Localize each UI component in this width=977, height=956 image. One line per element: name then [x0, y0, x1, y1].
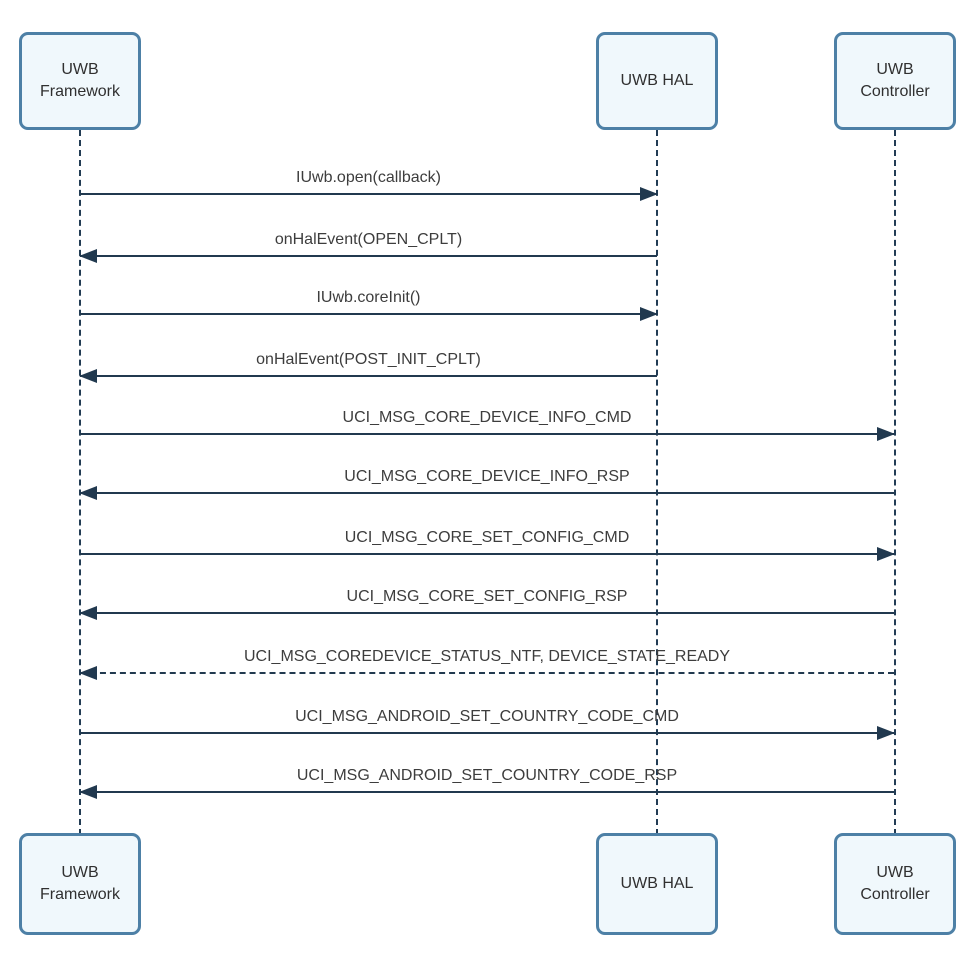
message-line	[79, 666, 894, 680]
lifeline-uwb-framework	[79, 130, 81, 835]
lifeline-uwb-controller	[894, 130, 896, 835]
arrowhead-right-icon	[877, 547, 895, 561]
actor-box-uwb-controller-top: UWB Controller	[834, 32, 956, 130]
message-line	[79, 369, 657, 383]
actor-box-uwb-framework-top: UWB Framework	[19, 32, 141, 130]
arrowhead-left-icon	[79, 606, 97, 620]
actor-box-uwb-framework-bottom: UWB Framework	[19, 833, 141, 935]
actor-label-uwb-controller: UWB Controller	[860, 60, 930, 100]
message-label: UCI_MSG_CORE_SET_CONFIG_RSP	[346, 588, 628, 605]
message-line	[79, 606, 894, 620]
arrowhead-left-icon	[79, 486, 97, 500]
message-label: UCI_MSG_CORE_DEVICE_INFO_RSP	[344, 468, 630, 485]
message-line	[79, 785, 894, 799]
message-line	[80, 547, 895, 561]
message-line	[80, 726, 895, 740]
message-label: onHalEvent(POST_INIT_CPLT)	[256, 351, 481, 368]
actor-label-uwb-hal: UWB HAL	[620, 874, 694, 892]
message-line	[79, 486, 894, 500]
message-label: UCI_MSG_COREDEVICE_STATUS_NTF, DEVICE_ST…	[243, 648, 731, 665]
message-label: IUwb.coreInit()	[316, 289, 421, 306]
actor-label-uwb-hal: UWB HAL	[620, 71, 694, 89]
message-line	[80, 187, 658, 201]
arrowhead-left-icon	[79, 785, 97, 799]
lifeline-uwb-hal	[656, 130, 658, 835]
message-label: UCI_MSG_ANDROID_SET_COUNTRY_CODE_CMD	[295, 708, 679, 725]
actor-label-uwb-framework: UWB Framework	[39, 60, 120, 100]
message-line	[80, 307, 658, 321]
message-label: onHalEvent(OPEN_CPLT)	[274, 231, 463, 248]
arrowhead-right-icon	[877, 427, 895, 441]
actor-box-uwb-controller-bottom: UWB Controller	[834, 833, 956, 935]
message-label: IUwb.open(callback)	[296, 169, 441, 186]
arrowhead-right-icon	[640, 187, 658, 201]
actor-box-uwb-hal-top: UWB HAL	[596, 32, 718, 130]
message-label: UCI_MSG_ANDROID_SET_COUNTRY_CODE_RSP	[296, 767, 678, 784]
message-label: UCI_MSG_CORE_SET_CONFIG_CMD	[344, 529, 630, 546]
arrowhead-left-icon	[79, 249, 97, 263]
message-line	[80, 427, 895, 441]
message-label: UCI_MSG_CORE_DEVICE_INFO_CMD	[342, 409, 632, 426]
actor-label-uwb-framework: UWB Framework	[39, 863, 120, 903]
arrowhead-right-icon	[877, 726, 895, 740]
actor-box-uwb-hal-bottom: UWB HAL	[596, 833, 718, 935]
arrowhead-left-icon	[79, 369, 97, 383]
actor-label-uwb-controller: UWB Controller	[860, 863, 930, 903]
message-line	[79, 249, 657, 263]
arrowhead-left-icon	[79, 666, 97, 680]
arrowhead-right-icon	[640, 307, 658, 321]
